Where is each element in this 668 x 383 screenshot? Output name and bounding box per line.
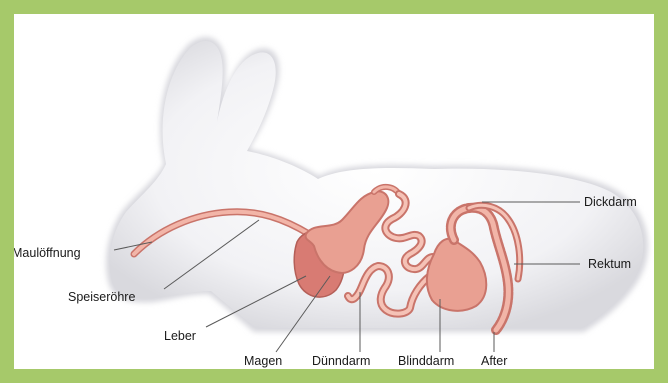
rabbit-silhouette (106, 37, 648, 332)
label-cecum: Blinddarm (398, 354, 454, 368)
label-colon: Dickdarm (584, 195, 637, 209)
label-small-intestine: Dünndarm (312, 354, 370, 368)
label-anus: After (481, 354, 507, 368)
label-rectum: Rektum (588, 257, 631, 271)
diagram-frame: Maulöffnung Speiseröhre Leber Magen Dünn… (14, 14, 654, 369)
label-mouth: Maulöffnung (14, 246, 81, 260)
label-esophagus: Speiseröhre (68, 290, 135, 304)
label-liver: Leber (164, 329, 196, 343)
rabbit-diagram: Maulöffnung Speiseröhre Leber Magen Dünn… (14, 14, 654, 369)
label-stomach: Magen (244, 354, 282, 368)
